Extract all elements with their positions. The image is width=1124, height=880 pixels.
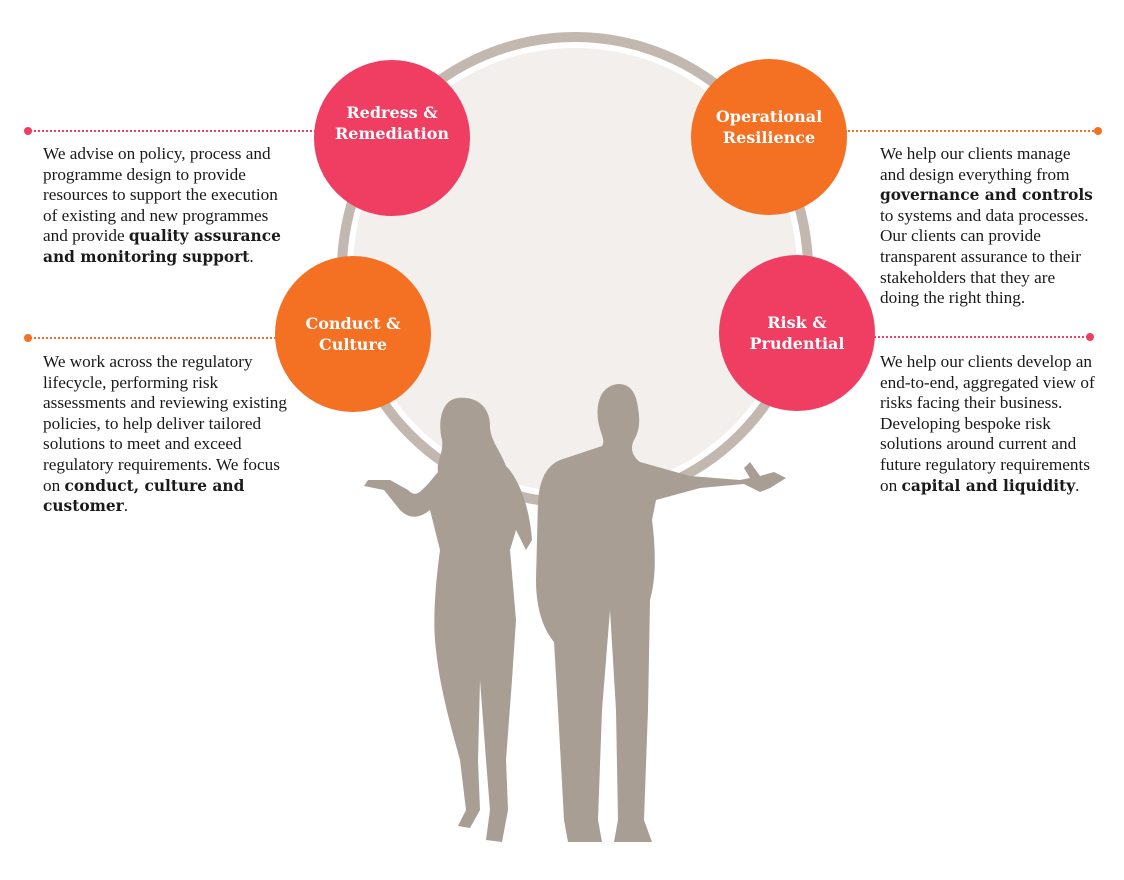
redress-line-dot: [24, 127, 32, 135]
man-silhouette: [536, 384, 786, 842]
emphasis: governance and controls: [880, 186, 1093, 205]
redress-connector-line: [30, 130, 320, 132]
bubble-label: Redress &: [346, 103, 438, 122]
redress-description: We advise on policy, process and program…: [43, 144, 293, 268]
conduct-connector-line: [30, 337, 280, 339]
text: We work across the regulatory lifecycle,…: [43, 352, 287, 495]
operational-line-dot: [1094, 127, 1102, 135]
bubble-risk-prudential: Risk & Prudential: [719, 255, 875, 411]
emphasis: capital and liquidity: [901, 476, 1076, 495]
bubble-label: Risk &: [767, 313, 827, 332]
risk-description: We help our clients develop an end-to-en…: [880, 352, 1095, 496]
text: We help our clients manage and design ev…: [880, 144, 1071, 184]
bubble-label: Remediation: [335, 124, 449, 143]
operational-description: We help our clients manage and design ev…: [880, 144, 1095, 309]
bubble-redress-remediation: Redress & Remediation: [314, 60, 470, 216]
text: We help our clients develop an end-to-en…: [880, 352, 1095, 495]
bubble-label: Prudential: [749, 334, 845, 353]
emphasis: quality assurance and monitoring support: [43, 227, 281, 266]
bubble-conduct-culture: Conduct & Culture: [275, 256, 431, 412]
text: .: [123, 496, 129, 516]
conduct-line-dot: [24, 334, 32, 342]
emphasis: conduct, culture and customer: [43, 476, 245, 516]
bubble-operational-resilience: Operational Resilience: [691, 59, 847, 215]
bubble-label: Conduct &: [305, 314, 401, 333]
text: .: [249, 246, 254, 266]
conduct-description: We work across the regulatory lifecycle,…: [43, 352, 293, 517]
bubble-label: Operational: [715, 107, 823, 126]
bubble-label: Culture: [318, 335, 388, 354]
risk-line-dot: [1086, 333, 1094, 341]
business-people-silhouette: [364, 384, 786, 842]
text: We advise on policy, process and program…: [43, 144, 278, 246]
risk-connector-line: [870, 336, 1088, 338]
operational-connector-line: [845, 130, 1097, 132]
text: to systems and data processes. Our clien…: [880, 205, 1089, 308]
text: .: [1075, 475, 1080, 495]
woman-silhouette: [364, 397, 532, 842]
bubble-label: Resilience: [722, 128, 816, 147]
